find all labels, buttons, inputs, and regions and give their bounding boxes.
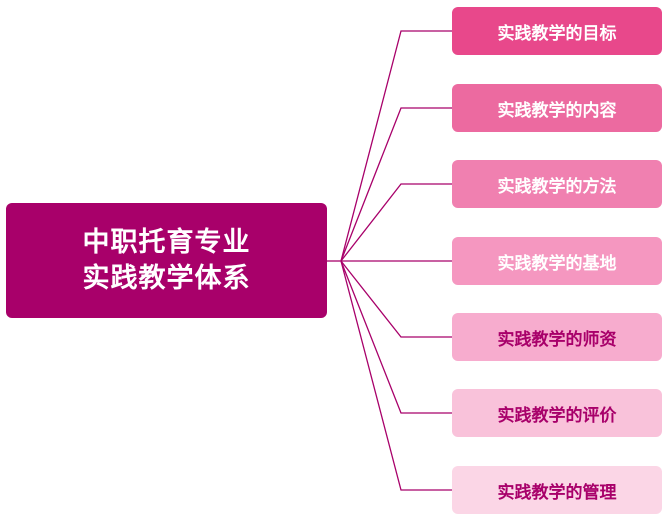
branch-node-content: 实践教学的内容 xyxy=(452,84,662,132)
connector-line-3 xyxy=(340,183,452,262)
branch-node-evaluation: 实践教学的评价 xyxy=(452,389,662,437)
root-node: 中职托育专业 实践教学体系 xyxy=(6,203,327,318)
branch-node-goals: 实践教学的目标 xyxy=(452,7,662,55)
branch-node-base: 实践教学的基地 xyxy=(452,237,662,285)
root-title-line-2: 实践教学体系 xyxy=(82,262,251,294)
branch-label: 实践教学的方法 xyxy=(497,176,617,197)
connector-line-5 xyxy=(340,260,452,338)
connector-line-7 xyxy=(340,260,452,491)
branch-node-teachers: 实践教学的师资 xyxy=(452,313,662,361)
branch-label: 实践教学的师资 xyxy=(497,329,617,350)
connector-line-6 xyxy=(340,260,452,414)
branch-node-management: 实践教学的管理 xyxy=(452,466,662,514)
branch-label: 实践教学的管理 xyxy=(497,482,617,503)
branch-label: 实践教学的评价 xyxy=(497,405,617,426)
branch-label: 实践教学的基地 xyxy=(497,253,617,274)
connector-line-1 xyxy=(340,30,452,262)
root-title-line-1: 中职托育专业 xyxy=(82,226,251,258)
branch-node-methods: 实践教学的方法 xyxy=(452,160,662,208)
connector-line-2 xyxy=(340,107,452,262)
branch-label: 实践教学的目标 xyxy=(497,23,617,44)
branch-label: 实践教学的内容 xyxy=(497,100,617,121)
